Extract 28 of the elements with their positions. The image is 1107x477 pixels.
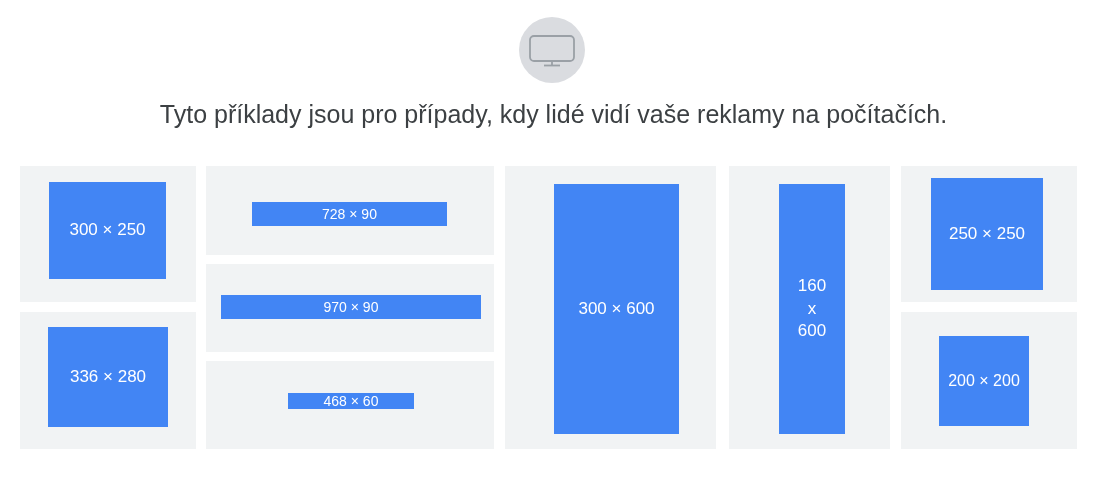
placement-panel	[206, 361, 494, 449]
ad-size-box	[48, 327, 168, 427]
size-label: 300 × 250	[69, 219, 146, 242]
ad-size-box	[221, 295, 481, 319]
size-label: 300 × 600	[578, 297, 655, 320]
placement-panel	[20, 166, 196, 302]
ad-size-box	[288, 393, 414, 409]
placement-panel	[729, 166, 890, 449]
size-label: 160 x 600	[796, 274, 828, 343]
ad-size-box	[49, 182, 166, 279]
size-label: 970 × 90	[323, 297, 379, 317]
ad-size-box	[554, 184, 679, 434]
placement-panel	[206, 264, 494, 352]
size-label: 250 × 250	[948, 222, 1026, 245]
placement-panel	[901, 166, 1077, 302]
placement-panel	[505, 166, 716, 449]
placement-panel	[901, 312, 1077, 449]
size-label: 728 × 90	[322, 204, 377, 224]
heading: Tyto příklady jsou pro případy, kdy lidé vidí vaše reklamy na počítačích.	[159, 99, 948, 130]
placement-panel	[20, 312, 196, 449]
placement-panel	[206, 166, 494, 255]
ad-size-box	[779, 184, 845, 434]
ad-size-box	[939, 336, 1029, 426]
ad-size-box	[252, 202, 447, 226]
size-label: 336 × 280	[69, 365, 147, 388]
size-label: 200 × 200	[948, 371, 1020, 392]
ad-size-box	[931, 178, 1043, 290]
size-label: 468 × 60	[323, 391, 379, 411]
